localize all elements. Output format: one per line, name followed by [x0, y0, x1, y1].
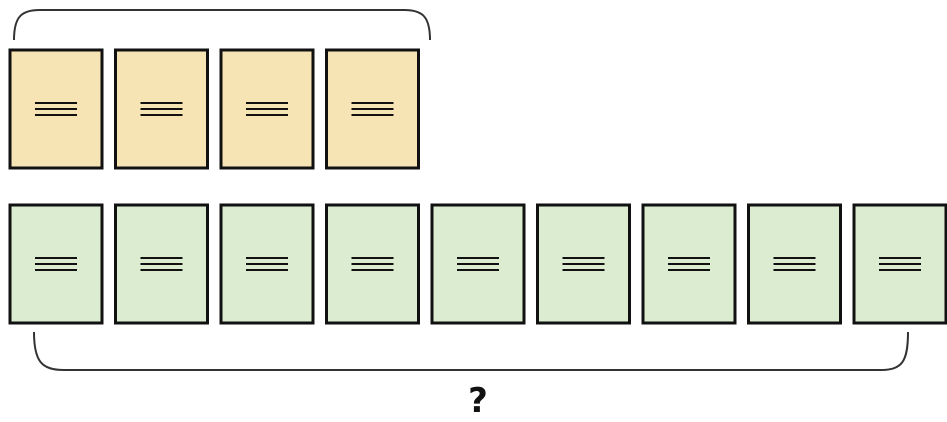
bottom-card-3 — [219, 203, 315, 325]
three-lines-icon — [879, 257, 921, 271]
top-card-2 — [114, 48, 209, 170]
three-lines-icon — [140, 257, 183, 271]
bottom-card-7 — [641, 203, 737, 325]
three-lines-icon — [351, 102, 394, 116]
bottom-bracket — [33, 331, 909, 371]
top-bracket — [13, 9, 431, 41]
top-card-4 — [325, 48, 420, 170]
three-lines-icon — [246, 102, 288, 116]
three-lines-icon — [351, 257, 394, 271]
three-lines-icon — [246, 257, 288, 271]
three-lines-icon — [35, 102, 77, 116]
top-card-3 — [219, 48, 315, 170]
bottom-card-2 — [114, 203, 209, 325]
three-lines-icon — [35, 257, 77, 271]
top-card-1 — [8, 48, 104, 170]
bottom-card-5 — [430, 203, 526, 325]
bottom-card-6 — [536, 203, 631, 325]
three-lines-icon — [773, 257, 816, 271]
top-card-group — [8, 48, 420, 170]
bottom-card-group — [8, 203, 947, 325]
three-lines-icon — [457, 257, 499, 271]
question-mark-label: ? — [468, 381, 488, 421]
card-frame — [536, 203, 631, 325]
three-lines-icon — [668, 257, 710, 271]
card-frame — [852, 203, 947, 325]
bottom-card-4 — [325, 203, 420, 325]
three-lines-icon — [140, 102, 183, 116]
bottom-card-9 — [852, 203, 947, 325]
bottom-card-1 — [8, 203, 104, 325]
three-lines-icon — [562, 257, 605, 271]
bottom-card-8 — [747, 203, 842, 325]
